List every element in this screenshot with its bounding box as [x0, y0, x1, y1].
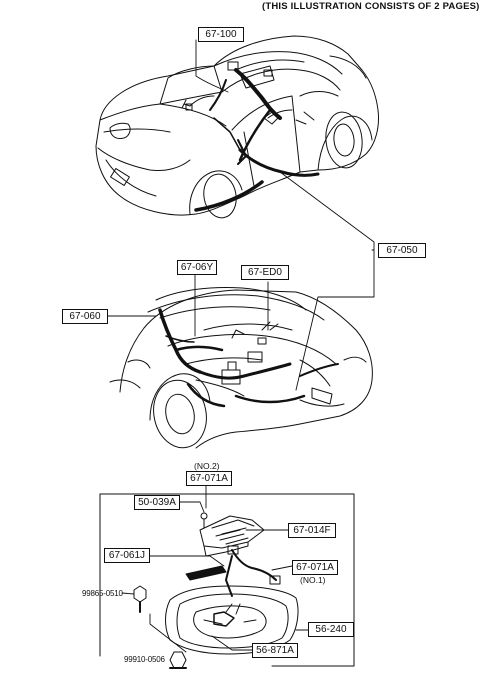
- harness-top: [181, 61, 320, 212]
- ecu-tray: [165, 585, 299, 655]
- bolt-99865-0510: [133, 585, 147, 613]
- bolt-label-99865-0510: 99865-0510: [82, 589, 123, 598]
- clip-99910-0506: [169, 651, 187, 669]
- callout-67-071a-no2: 67-071A: [186, 471, 232, 486]
- callout-67-050: 67-050: [378, 243, 426, 258]
- harness-bottom: [158, 308, 339, 408]
- bolt-label-99910-0506: 99910-0506: [124, 655, 165, 664]
- callout-50-039a: 50-039A: [134, 495, 180, 510]
- car-body-bottom: [109, 287, 373, 449]
- pad-part: [185, 565, 227, 581]
- illustration-note: (THIS ILLUSTRATION CONSISTS OF 2 PAGES): [262, 1, 480, 12]
- assembly-frame: [99, 493, 355, 667]
- callout-67-060: 67-060: [62, 309, 108, 324]
- callout-67-061j: 67-061J: [104, 548, 150, 563]
- car-body-top: [95, 35, 379, 219]
- callout-56-240: 56-240: [308, 622, 354, 637]
- note-no1: (NO.1): [300, 575, 326, 585]
- callout-67-071a-no1: 67-071A: [292, 560, 338, 575]
- note-no2: (NO.2): [194, 461, 220, 471]
- callout-67-014f: 67-014F: [288, 523, 336, 538]
- connector-part: [225, 545, 281, 597]
- callout-67-ed0: 67-ED0: [241, 265, 289, 280]
- callout-56-871a: 56-871A: [252, 643, 298, 658]
- leader-lines: [107, 39, 375, 653]
- callout-67-06y: 67-06Y: [177, 260, 217, 275]
- bracket-part: [199, 512, 265, 557]
- callout-67-100: 67-100: [198, 27, 244, 42]
